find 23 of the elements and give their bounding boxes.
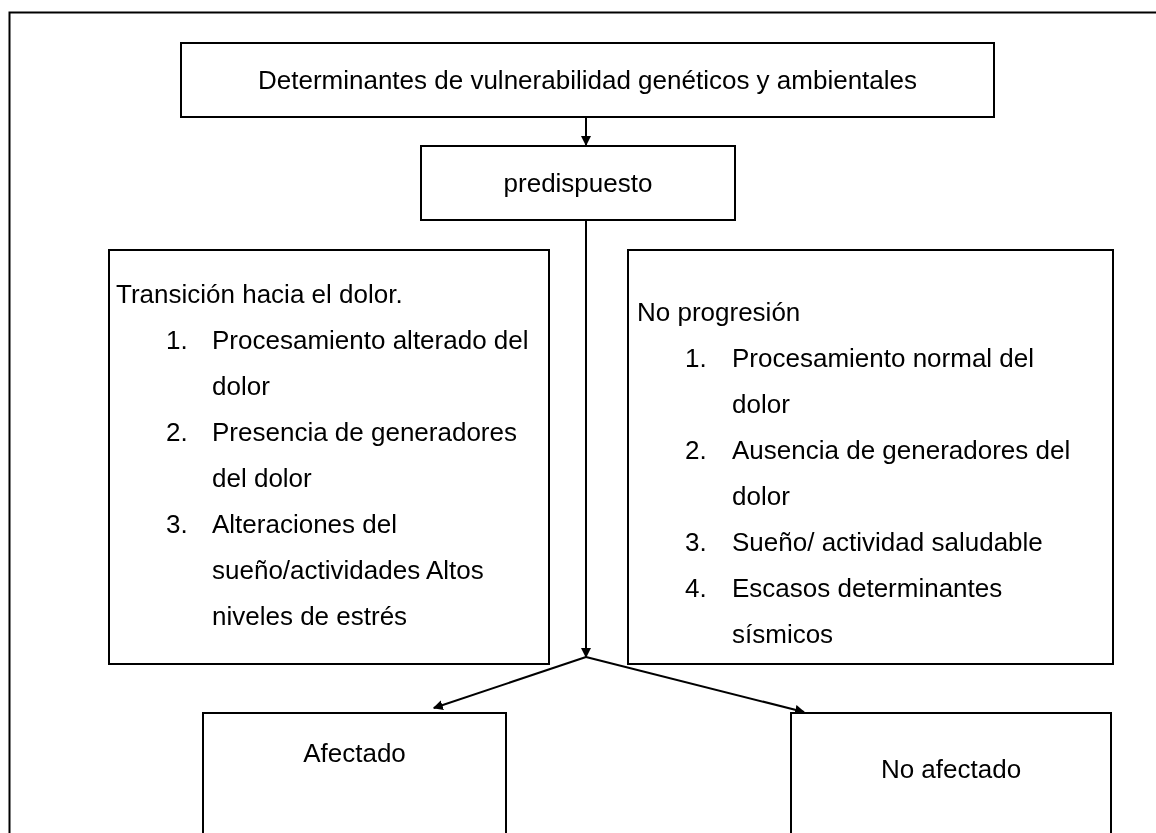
list-item: 2. Ausencia de generadores del dolor: [684, 434, 1072, 513]
arrow: [581, 220, 591, 658]
list-item: 3. Alteraciones del sueño/actividades Altos niveles de estrés: [165, 508, 485, 633]
box-label: Afectado: [303, 738, 406, 769]
list-item: 1. Procesamiento alterado del dolor: [165, 324, 530, 403]
outcome-box: [790, 712, 1112, 833]
list-box: [627, 249, 1114, 665]
list-item: 1. Procesamiento normal del dolor: [684, 342, 1036, 421]
box-label: Determinantes de vulnerabilidad genéticos y ambientales: [257, 64, 918, 96]
process-box: [180, 42, 995, 118]
list-heading: No progresión: [636, 296, 802, 329]
process-box: [420, 145, 736, 221]
box-label: predispuesto: [503, 167, 653, 199]
list-box: [108, 249, 550, 665]
list-heading: Transición hacia el dolor.: [115, 278, 404, 311]
arrow: [581, 117, 591, 146]
list-item: 2. Presencia de generadores del dolor: [165, 416, 518, 495]
arrow: [585, 656, 805, 715]
box-label: No afectado: [880, 754, 1022, 785]
outcome-box: [202, 712, 507, 833]
list-item: 4. Escasos determinantes sísmicos: [684, 572, 1004, 651]
list-item: 3. Sueño/ actividad saludable: [684, 526, 1044, 559]
arrow: [432, 656, 587, 710]
